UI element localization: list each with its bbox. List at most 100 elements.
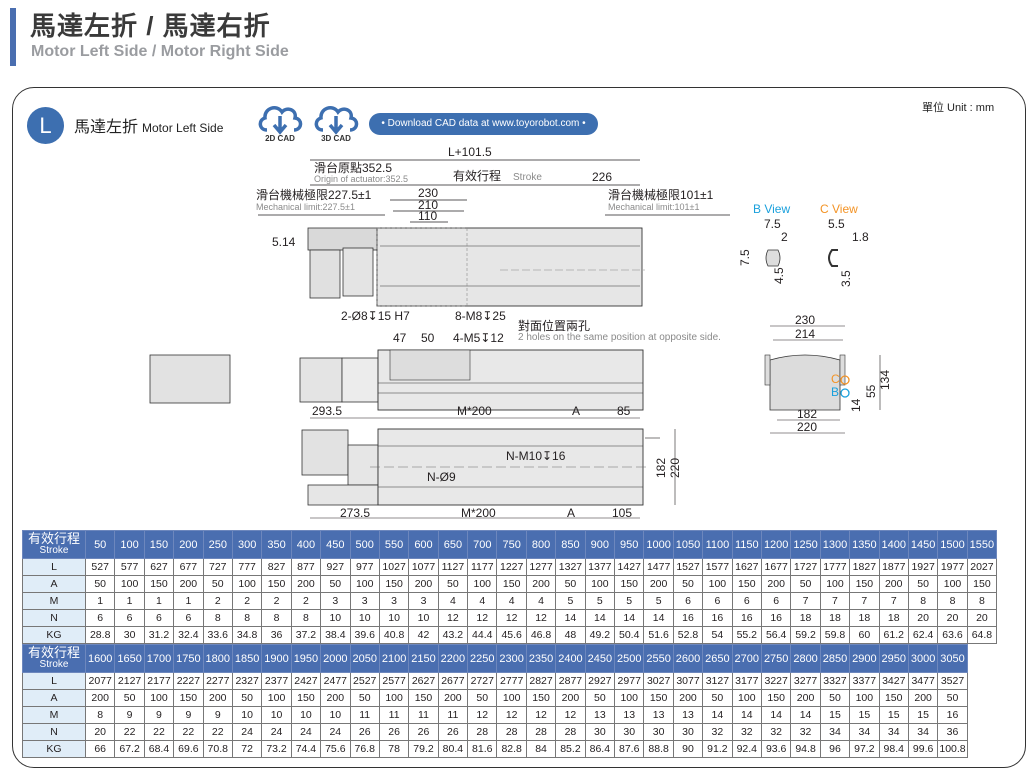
table-cell: 200 <box>437 689 469 707</box>
table-cell: 94.8 <box>790 740 821 758</box>
table-cell: 3 <box>320 592 351 610</box>
hole-spec-dowel: 2-Ø8↧15 H7 <box>341 309 410 323</box>
row-label: KG <box>22 626 86 644</box>
table-cell: 150 <box>643 689 674 707</box>
table-cell: 55.2 <box>731 626 762 644</box>
table-cell: 150 <box>525 689 557 707</box>
table-cell: 8 <box>907 592 939 610</box>
table-cell: 1027 <box>378 558 410 576</box>
table-cell: 2877 <box>555 672 586 690</box>
table-cell: 9 <box>114 706 145 724</box>
table-cell: 46.8 <box>525 626 557 644</box>
table-cell: 1 <box>173 592 204 610</box>
dim-47: 47 <box>393 331 407 345</box>
cad-2d-button[interactable]: 2D CAD <box>254 100 306 143</box>
table-cell: 84 <box>525 740 557 758</box>
table-cell: 50 <box>437 575 469 593</box>
table-cell: 56.4 <box>760 626 792 644</box>
table-cell: 100 <box>114 575 145 593</box>
table-cell: 18 <box>819 609 851 627</box>
table-cell: 8 <box>231 609 263 627</box>
table-cell: 100 <box>849 689 880 707</box>
table-cell: 99.6 <box>907 740 939 758</box>
table-cell: 150 <box>760 689 792 707</box>
table-cell: 50 <box>202 575 233 593</box>
stroke-cell: 2950 <box>878 644 909 673</box>
stroke-cell: 950 <box>614 530 645 559</box>
stroke-cell: 1000 <box>643 530 674 559</box>
download-cad-link[interactable]: • Download CAD data at www.toyorobot.com… <box>369 113 598 135</box>
table-cell: 96 <box>819 740 851 758</box>
table-cell: 200 <box>525 575 557 593</box>
c-view-h: 3.5 <box>839 270 853 287</box>
origin-en: Origin of actuator:352.5 <box>314 174 408 184</box>
table-cell: 82.8 <box>496 740 527 758</box>
stroke-cell: 2750 <box>760 644 792 673</box>
table-cell: 150 <box>143 575 175 593</box>
table-cell: 2777 <box>496 672 527 690</box>
table-cell: 31.2 <box>143 626 175 644</box>
table-cell: 4 <box>437 592 469 610</box>
stroke-cell: 1650 <box>114 644 145 673</box>
cad-3d-button[interactable]: 3D CAD <box>310 100 362 143</box>
table-cell: 3527 <box>937 672 968 690</box>
table-cell: 977 <box>349 558 380 576</box>
table-cell: 60 <box>849 626 880 644</box>
table-cell: 50 <box>672 575 704 593</box>
table-cell: 6 <box>84 609 116 627</box>
row-label: L <box>22 558 86 576</box>
table-cell: 63.6 <box>937 626 968 644</box>
table-cell: 50 <box>231 689 263 707</box>
table-cell: 100 <box>261 689 292 707</box>
dim-110: 110 <box>418 209 437 223</box>
table-cell: 100 <box>937 575 968 593</box>
opposite-note-zh: 對面位置兩孔 <box>518 318 590 333</box>
c-view-profile <box>828 249 838 267</box>
table-cell: 100 <box>349 575 380 593</box>
table-cell: 92.4 <box>731 740 762 758</box>
table-cell: 150 <box>878 689 909 707</box>
stroke-cell: 50 <box>84 530 116 559</box>
table-cell: 8 <box>937 592 968 610</box>
unit-label: 單位 Unit : mm <box>922 102 995 114</box>
table-cell: 50 <box>467 689 498 707</box>
table-cell: 68.4 <box>143 740 175 758</box>
stroke-cell: 2700 <box>731 644 762 673</box>
spec-panel <box>12 87 1026 768</box>
table-cell: 87.6 <box>614 740 645 758</box>
table-cell: 12 <box>525 706 557 724</box>
table-cell: 91.2 <box>702 740 733 758</box>
stroke-cell: 2900 <box>849 644 880 673</box>
hole-spec-m10: N-M10↧16 <box>506 449 566 463</box>
table-cell: 34 <box>819 723 851 741</box>
table-cell: 8 <box>290 609 322 627</box>
end-dim-134: 134 <box>878 370 892 390</box>
table-cell: 150 <box>496 575 527 593</box>
stroke-cell: 2100 <box>378 644 410 673</box>
end-dim-14: 14 <box>849 398 863 412</box>
table-cell: 14 <box>702 706 733 724</box>
table-cell: 6 <box>114 609 145 627</box>
table-cell: 36 <box>937 723 968 741</box>
stroke-cell: 650 <box>437 530 469 559</box>
table-cell: 12 <box>467 609 498 627</box>
table-cell: 50 <box>937 689 968 707</box>
table-cell: 6 <box>702 592 733 610</box>
table-cell: 14 <box>555 609 586 627</box>
stroke-cell: 2300 <box>496 644 527 673</box>
table-cell: 49.2 <box>584 626 616 644</box>
section-title-en: Motor Left Side <box>142 121 224 135</box>
table-cell: 93.6 <box>760 740 792 758</box>
table-cell: 32 <box>760 723 792 741</box>
table-cell: 8 <box>84 706 116 724</box>
table-cell: 34 <box>907 723 939 741</box>
table-cell: 11 <box>378 706 410 724</box>
table-cell: 100 <box>584 575 616 593</box>
stroke-cell: 700 <box>467 530 498 559</box>
cloud-download-icon <box>258 106 303 135</box>
table-cell: 64.8 <box>966 626 998 644</box>
table-cell: 3177 <box>731 672 762 690</box>
table-cell: 1 <box>84 592 116 610</box>
